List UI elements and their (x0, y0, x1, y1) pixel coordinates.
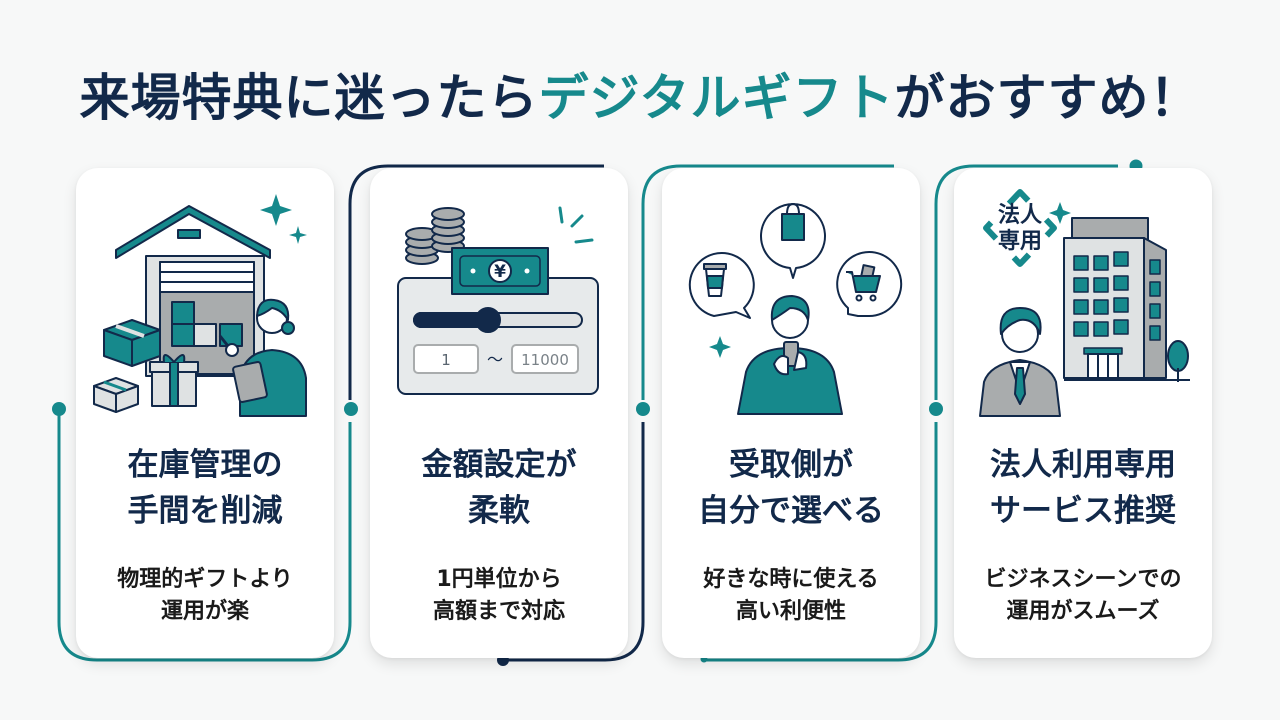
amount-min-value: 1 (441, 351, 451, 369)
card-heading-line: サービス推奨 (990, 493, 1176, 529)
title-suffix: がおすすめ！ (894, 69, 1201, 127)
card-heading-line: 自分で選べる (698, 493, 884, 529)
tree-icon (1167, 340, 1189, 372)
warehouse-with-gift-boxes-and-staff-icon (93, 194, 307, 417)
person-with-phone-choosing-icon (688, 203, 903, 415)
amount-min-field (413, 344, 479, 374)
card-heading-line: 金額設定が (421, 447, 577, 483)
amount-max-field (511, 344, 579, 374)
coin-stack-icon (405, 207, 465, 265)
connector-dot-4 (929, 402, 943, 416)
title-accent: デジタルギフト (538, 69, 895, 127)
card-heading: 受取側が 自分で選べる (662, 442, 920, 534)
card-description: 好きな時に使える 高い利便性 (662, 564, 920, 628)
feature-card-flexible-amount: ¥ 1 〜 11000 金額設定が 柔軟 1円単位から 高額まで対応 (370, 168, 628, 658)
coffee-cup-icon (703, 263, 727, 297)
connector-dot-3 (636, 402, 650, 416)
card-heading: 在庫管理の 手間を削減 (76, 442, 334, 534)
card-description: 1円単位から 高額まで対応 (370, 564, 628, 628)
feature-card-corporate: 法人 専用 法人利用専用 サービス推奨 ビジネスシーンでの 運用がスムーズ (954, 168, 1212, 658)
page-title: 来場特典に迷ったらデジタルギフトがおすすめ！ (0, 58, 1280, 130)
sparkle-icon (709, 336, 731, 358)
card-description-line: 1円単位から (436, 567, 562, 592)
card-heading-line: 手間を削減 (127, 493, 283, 529)
card-description-line: ビジネスシーンでの (984, 567, 1182, 592)
amount-range-separator: 〜 (487, 350, 503, 369)
sparkle-icon (260, 194, 292, 226)
card-heading-line: 柔軟 (468, 493, 530, 529)
card-heading-line: 法人利用専用 (990, 447, 1176, 483)
connector-dot-2 (344, 402, 358, 416)
card-description-line: 物理的ギフトより (117, 567, 293, 592)
card-heading-line: 在庫管理の (127, 447, 283, 483)
card-description-line: 好きな時に使える (703, 567, 879, 592)
corporate-badge-text: 専用 (998, 229, 1042, 254)
amount-slider-knob (475, 307, 501, 333)
card-description-line: 運用が楽 (160, 599, 249, 624)
sparkle-icon (1049, 202, 1071, 224)
yen-symbol: ¥ (494, 262, 506, 282)
feature-card-inventory: 在庫管理の 手間を削減 物理的ギフトより 運用が楽 (76, 168, 334, 658)
sparkle-icon (289, 226, 307, 244)
card-heading: 法人利用専用 サービス推奨 (954, 442, 1212, 534)
card-heading: 金額設定が 柔軟 (370, 442, 628, 534)
corporate-badge-diamond (983, 189, 1057, 267)
title-prefix: 来場特典に迷ったら (79, 69, 539, 127)
speech-bubble (760, 203, 826, 279)
corporate-badge-text: 法人 (998, 203, 1042, 228)
card-description-line: 高い利便性 (735, 599, 846, 624)
card-description-line: 運用がスムーズ (1006, 599, 1160, 624)
connector-dot-1 (52, 402, 66, 416)
businessman-and-office-building-icon: 法人 専用 (979, 189, 1190, 417)
feature-card-recipient-choice: 受取側が 自分で選べる 好きな時に使える 高い利便性 (662, 168, 920, 658)
amount-slider-with-yen-bill-icon: ¥ 1 〜 11000 (397, 206, 599, 395)
shopping-cart-icon (846, 264, 881, 302)
card-description: 物理的ギフトより 運用が楽 (76, 564, 334, 628)
card-description-line: 高額まで対応 (432, 599, 565, 624)
amount-max-value: 11000 (521, 351, 569, 369)
card-description: ビジネスシーンでの 運用がスムーズ (954, 564, 1212, 628)
shopping-bag-icon (781, 203, 805, 241)
card-heading-line: 受取側が (729, 447, 853, 483)
